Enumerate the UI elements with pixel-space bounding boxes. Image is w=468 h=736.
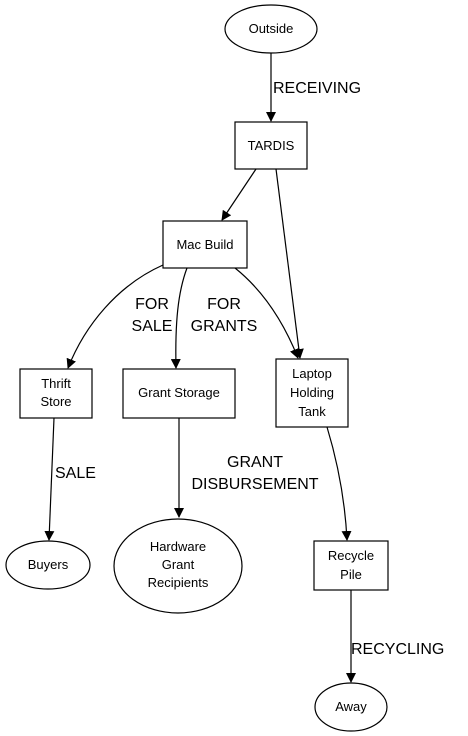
- node-recipients-label-line2: Grant: [162, 557, 195, 572]
- edge-mac-build-to-grant-storage: [170, 267, 188, 369]
- node-recycle-pile-label-line2: Pile: [340, 567, 362, 582]
- node-outside: Outside: [224, 4, 318, 54]
- node-away: Away: [314, 682, 388, 732]
- edge-laptop-tank-to-recycle-pile: [326, 426, 352, 541]
- edge-mac-build-to-laptop-tank: [234, 267, 300, 359]
- node-recycle-pile: Recycle Pile: [313, 540, 389, 591]
- node-buyers-label: Buyers: [28, 557, 69, 572]
- node-outside-label: Outside: [249, 21, 294, 36]
- edge-thrift-store-to-buyers: [44, 417, 55, 541]
- edge-tardis-to-mac-build: [221, 168, 257, 221]
- edge-label-for-sale-line1: FOR: [135, 296, 169, 313]
- node-laptop-tank-label-line1: Laptop: [292, 366, 332, 381]
- node-thrift-store-label-line2: Store: [40, 394, 71, 409]
- edge-tardis-to-laptop-tank: [275, 168, 304, 359]
- node-tardis-label: TARDIS: [248, 138, 295, 153]
- edge-label-recycling: RECYCLING: [351, 641, 444, 658]
- node-tardis: TARDIS: [234, 121, 308, 170]
- edge-label-for-grants-line1: FOR: [207, 296, 241, 313]
- node-mac-build: Mac Build: [162, 220, 248, 269]
- node-laptop-holding-tank: Laptop Holding Tank: [275, 358, 349, 428]
- edge-label-sale: SALE: [55, 465, 96, 482]
- node-buyers: Buyers: [5, 540, 91, 590]
- node-mac-build-label: Mac Build: [176, 237, 233, 252]
- node-away-label: Away: [335, 699, 367, 714]
- node-thrift-store-label-line1: Thrift: [41, 376, 71, 391]
- node-hardware-grant-recipients: Hardware Grant Recipients: [113, 518, 243, 614]
- node-recipients-label-line1: Hardware: [150, 539, 206, 554]
- node-laptop-tank-label-line3: Tank: [298, 404, 326, 419]
- edge-label-for-grants-line2: GRANTS: [191, 318, 258, 335]
- node-recipients-label-line3: Recipients: [148, 575, 209, 590]
- edge-label-grant-disbursement-line2: DISBURSEMENT: [191, 476, 318, 493]
- edge-label-receiving: RECEIVING: [273, 80, 361, 97]
- node-grant-storage-label: Grant Storage: [138, 385, 220, 400]
- edges: [44, 53, 356, 683]
- node-recycle-pile-label-line1: Recycle: [328, 548, 374, 563]
- node-grant-storage: Grant Storage: [122, 368, 236, 419]
- node-laptop-tank-label-line2: Holding: [290, 385, 334, 400]
- edge-labels: RECEIVING FOR SALE FOR GRANTS SALE GRANT…: [55, 80, 444, 658]
- edge-mac-build-to-thrift-store: [66, 264, 164, 369]
- edge-label-grant-disbursement-line1: GRANT: [227, 454, 283, 471]
- nodes: Outside TARDIS Mac Build Thrift Store Gr…: [5, 4, 389, 732]
- edge-label-for-sale-line2: SALE: [132, 318, 173, 335]
- node-thrift-store: Thrift Store: [19, 368, 93, 419]
